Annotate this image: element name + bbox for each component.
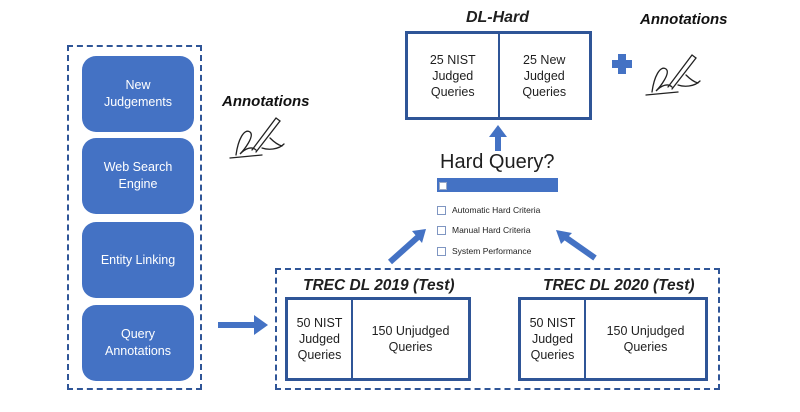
web-search-engine-box: Web Search Engine	[82, 138, 194, 214]
query-annotations-box: Query Annotations	[82, 305, 194, 381]
dl-hard-new-cell: 25 New Judged Queries	[497, 34, 590, 117]
trec-2019-title: TREC DL 2019 (Test)	[303, 277, 455, 294]
checkbox-icon	[437, 205, 446, 215]
criterion-manual: Manual Hard Criteria	[437, 225, 530, 235]
trec-2019-unjudged-cell: 150 Unjudged Queries	[351, 300, 468, 378]
arrow-icon	[218, 315, 268, 335]
source-group	[67, 45, 202, 390]
hard-query-title: Hard Query?	[440, 151, 555, 173]
criterion-label: System Performance	[452, 246, 532, 256]
new-judgements-box: New Judgements	[82, 56, 194, 132]
entity-linking-box: Entity Linking	[82, 222, 194, 298]
pen-signature-icon	[229, 117, 285, 159]
arrow-icon	[556, 230, 597, 261]
dl-hard-title: DL-Hard	[465, 9, 530, 26]
arrow-icon	[388, 229, 426, 265]
trec-group	[275, 268, 720, 390]
trec-2019-box: 50 NIST Judged Queries 150 Unjudged Quer…	[285, 297, 471, 381]
criterion-automatic: Automatic Hard Criteria	[437, 205, 540, 215]
criterion-label: Automatic Hard Criteria	[452, 205, 541, 215]
criterion-system-performance: System Performance	[437, 246, 531, 256]
dl-hard-nist-cell: 25 NIST Judged Queries	[429, 52, 476, 99]
arrow-icon	[489, 125, 507, 151]
plus-icon	[612, 54, 632, 74]
checkbox-icon	[437, 225, 446, 235]
hard-query-checkbox	[439, 182, 447, 190]
trec-2020-title: TREC DL 2020 (Test)	[543, 277, 695, 294]
pen-signature-icon	[645, 54, 701, 96]
annotations-left-label: Annotations	[222, 93, 310, 110]
criterion-label: Manual Hard Criteria	[452, 225, 531, 235]
checkbox-icon	[437, 246, 446, 256]
trec-2020-unjudged-cell: 150 Unjudged Queries	[584, 300, 705, 378]
dl-hard-box: 25 NIST Judged Queries 25 New Judged Que…	[405, 31, 592, 120]
trec-2019-judged-cell: 50 NIST Judged Queries	[296, 316, 343, 362]
annotations-right-label: Annotations	[640, 11, 728, 28]
trec-2020-box: 50 NIST Judged Queries 150 Unjudged Quer…	[518, 297, 708, 381]
trec-2020-judged-cell: 50 NIST Judged Queries	[529, 316, 576, 362]
hard-query-bar	[437, 178, 558, 192]
